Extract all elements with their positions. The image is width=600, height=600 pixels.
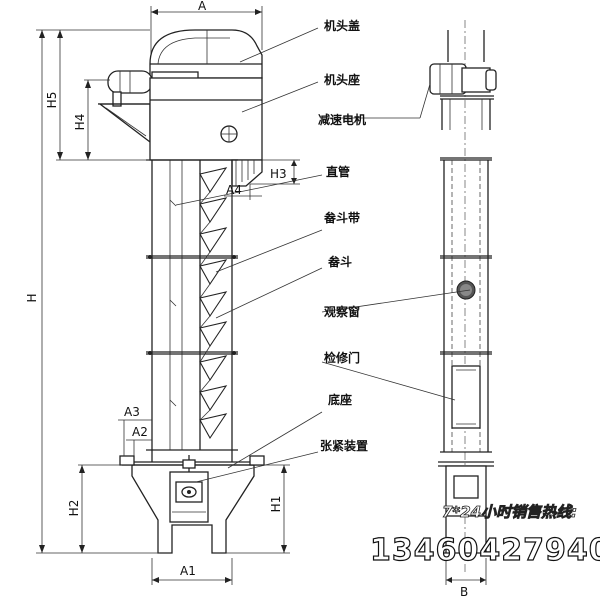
dim-h4-line <box>84 79 110 160</box>
dim-a4-line <box>224 184 262 200</box>
dimension-labels: A B A1 A2 A3 A4 H3 H H5 H4 H2 H1 <box>25 0 468 599</box>
side-view <box>429 20 497 585</box>
label-base: 底座 <box>328 392 352 407</box>
inspection-door-rect <box>451 365 481 429</box>
watermark-phone: 13460427940 <box>370 533 600 568</box>
front-view <box>36 6 300 585</box>
dim-h3-text: H3 <box>270 167 287 181</box>
dim-a1-line <box>151 558 233 585</box>
dim-h1-text: H1 <box>269 496 283 513</box>
dim-a-text: A <box>198 0 207 13</box>
label-tensioner: 张紧装置 <box>320 438 368 453</box>
label-straight-pipe: 直管 <box>326 164 350 179</box>
sales-hotline-watermark: 7*24小时销售热线: 13460427940 <box>369 503 600 569</box>
label-inspection-door: 检修门 <box>324 350 360 365</box>
dim-a4-text: A4 <box>226 183 242 197</box>
dim-h5-text: H5 <box>45 92 59 109</box>
dim-b-line <box>445 558 487 585</box>
label-head-cover: 机头盖 <box>324 18 360 33</box>
dim-a2-text: A2 <box>132 425 148 439</box>
dim-h-line <box>36 29 160 554</box>
dim-h5-line <box>56 30 150 161</box>
component-labels: 机头盖 机头座 减速电机 直管 畚斗带 畚斗 观察窗 检修门 底座 张紧装置 <box>318 18 368 453</box>
dim-h-text: H <box>25 293 39 302</box>
label-bucket-belt: 畚斗带 <box>324 210 360 225</box>
label-bucket: 畚斗 <box>328 254 352 269</box>
head-cover <box>149 29 263 79</box>
dim-h4-text: H4 <box>73 114 87 131</box>
side-motor-body <box>429 63 467 95</box>
dim-h2-line <box>78 464 132 553</box>
dim-a2-a3-lines <box>118 419 152 456</box>
label-head-seat: 机头座 <box>324 72 360 87</box>
bucket-chain <box>199 167 228 440</box>
leader-lines <box>175 27 471 483</box>
label-reducer-motor: 减速电机 <box>318 112 366 127</box>
motor-bracket <box>98 103 151 144</box>
dim-h2-text: H2 <box>67 500 81 517</box>
dim-a1-text: A1 <box>180 564 196 578</box>
dim-a3-text: A3 <box>124 405 140 419</box>
dim-b-text: B <box>460 585 468 599</box>
watermark-line1: 7*24小时销售热线: <box>442 503 577 521</box>
head-seat <box>149 77 263 161</box>
label-observation-window: 观察窗 <box>324 304 360 319</box>
dim-h1-line <box>226 464 290 554</box>
dim-a-line <box>150 6 263 60</box>
